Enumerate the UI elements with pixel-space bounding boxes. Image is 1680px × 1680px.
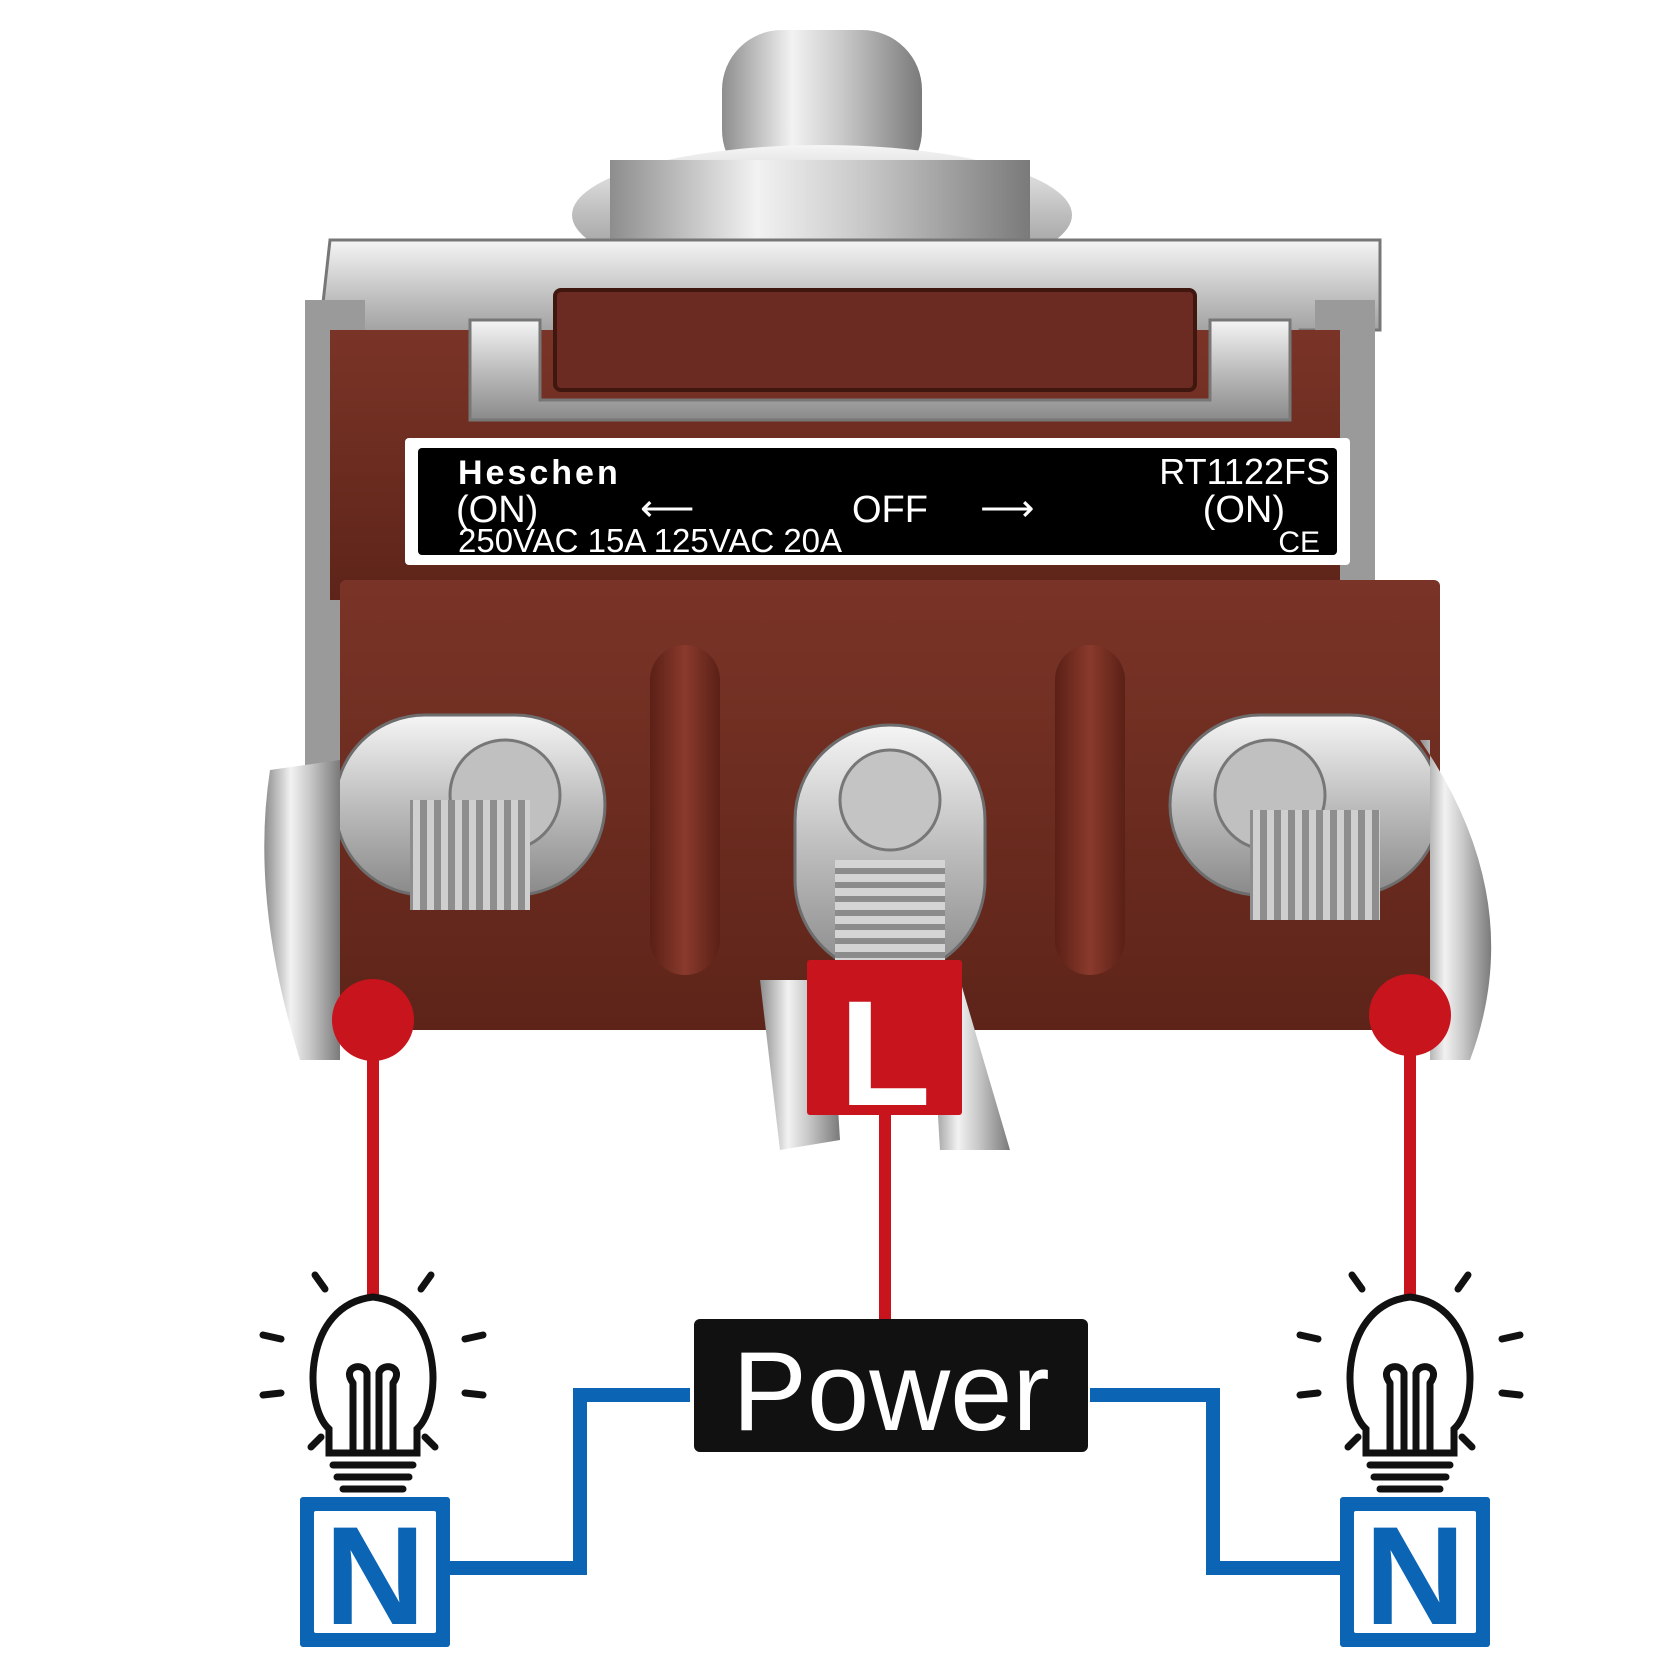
neutral-wiring (448, 1388, 1340, 1575)
live-terminal-label: L (839, 969, 931, 1137)
terminal-dot-left (332, 979, 414, 1061)
neutral-box-left: N (300, 1497, 450, 1654)
light-bulb-icon (1296, 1271, 1524, 1493)
switch-rib-right (1055, 645, 1125, 975)
neutral-wire-right (1090, 1388, 1340, 1575)
model-label: RT1122FS (1159, 451, 1330, 492)
power-label: Power (732, 1329, 1049, 1454)
terminal-left (264, 713, 607, 1060)
brand-label: Heschen (458, 454, 621, 492)
terminal-dot-right (1369, 974, 1451, 1056)
switch-bracket (468, 318, 1292, 422)
neutral-right-label: N (1364, 1497, 1465, 1654)
switch-rib-left (650, 645, 720, 975)
rating-plate: Heschen RT1122FS (ON) ⟵ OFF ⟶ (ON) 250VA… (405, 438, 1350, 565)
position-left-label: (ON) (456, 489, 538, 531)
switch-actuator (553, 288, 1197, 392)
position-right-label: (ON) (1203, 489, 1285, 531)
toggle-switch-icon: Heschen RT1122FS (ON) ⟵ OFF ⟶ (ON) 250VA… (264, 30, 1492, 1150)
ce-mark: CE (1278, 526, 1320, 559)
terminal-middle (760, 723, 1010, 1150)
terminal-right (1168, 713, 1492, 1060)
rating-label: 250VAC 15A 125VAC 20A (458, 522, 842, 559)
live-terminal-marker: L (807, 960, 962, 1137)
neutral-left-label: N (324, 1497, 425, 1654)
neutral-box-right: N (1340, 1497, 1490, 1654)
arrow-left-icon: ⟵ (640, 488, 694, 530)
position-middle-label: OFF (852, 489, 928, 531)
neutral-wire-left (448, 1388, 690, 1575)
arrow-right-icon: ⟶ (980, 488, 1034, 530)
light-bulb-icon (259, 1271, 487, 1493)
power-box: Power (694, 1319, 1088, 1454)
live-wiring: L (332, 960, 1451, 1322)
